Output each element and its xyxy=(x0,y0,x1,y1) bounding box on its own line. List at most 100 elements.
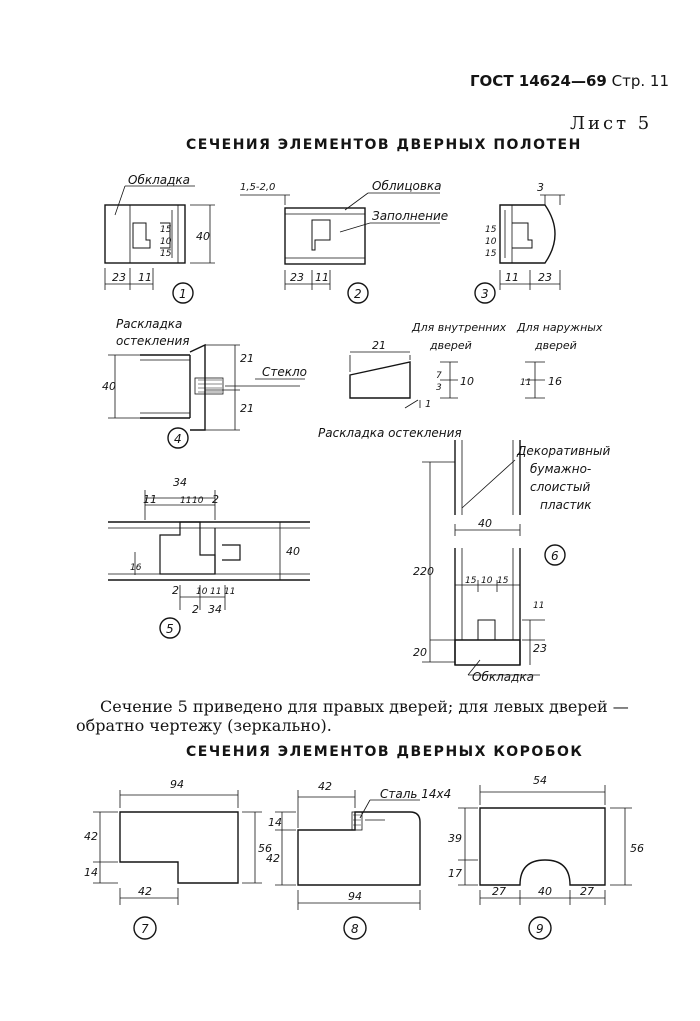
label-range: 1,5-2,0 xyxy=(240,182,275,193)
dim-s7-14: 14 xyxy=(84,866,98,879)
dim-s9-17: 17 xyxy=(448,867,462,880)
dim-s8-42a: 42 xyxy=(318,780,332,793)
dim-bead-16: 16 xyxy=(548,375,562,388)
dim-s1-15b: 15 xyxy=(160,249,172,259)
dim-s4-21a: 21 xyxy=(240,352,254,365)
dim-s7-94: 94 xyxy=(170,778,184,791)
dim-s9-27a: 27 xyxy=(492,885,506,898)
label-glazing-bead: Раскладка xyxy=(116,317,182,331)
standard-code: ГОСТ 14624—69 xyxy=(470,72,607,90)
dim-s5-16: 16 xyxy=(130,563,142,573)
dim-s9-56: 56 xyxy=(630,842,644,855)
dim-s4-21b: 21 xyxy=(240,402,254,415)
dim-s8-42b: 42 xyxy=(266,852,280,865)
dim-s3-11: 11 xyxy=(505,271,519,284)
dim-s9-39: 39 xyxy=(448,832,462,845)
label-facing-6: Обкладка xyxy=(472,670,534,684)
dim-s5-40: 40 xyxy=(286,545,300,558)
dim-s7-56: 56 xyxy=(258,842,272,855)
label-facing-1: Обкладка xyxy=(128,173,190,187)
dim-s5-34b: 34 xyxy=(208,603,222,616)
dim-s6-20: 20 xyxy=(413,646,427,659)
label-exterior-doors: дверей xyxy=(534,339,577,352)
section-7-drawing xyxy=(93,790,262,940)
dim-s5-11d: 11 xyxy=(224,587,235,597)
note-line-2: обратно чертежу (зеркально). xyxy=(76,716,332,735)
label-filling: Заполнение xyxy=(372,209,448,223)
dim-s1-40: 40 xyxy=(196,230,210,243)
dim-bead-3: 3 xyxy=(436,383,442,393)
dim-s1-10: 10 xyxy=(160,237,172,247)
page-header: ГОСТ 14624—69 Стр. 11 xyxy=(470,72,669,90)
dim-s6-15a: 15 xyxy=(465,576,477,586)
section-3-drawing xyxy=(474,194,565,304)
section-number-5: 5 xyxy=(166,622,174,636)
dim-s4-40: 40 xyxy=(102,380,116,393)
section-number-4: 4 xyxy=(174,432,182,446)
label-steel: Сталь 14х4 xyxy=(380,787,451,801)
dim-s9-27b: 27 xyxy=(580,885,594,898)
dim-s5-2a: 2 xyxy=(212,493,219,506)
dim-s1-11: 11 xyxy=(138,271,152,284)
section-number-7: 7 xyxy=(141,922,149,936)
section-number-6: 6 xyxy=(551,549,559,563)
section-9-drawing xyxy=(458,785,632,940)
dim-bead-10: 10 xyxy=(460,375,474,388)
dim-s5-10b: 10 xyxy=(196,587,208,597)
label-glazing: остекления xyxy=(116,334,189,348)
label-cladding: Облицовка xyxy=(372,179,442,193)
section-number-1: 1 xyxy=(179,287,187,301)
dim-s6-23: 23 xyxy=(533,642,547,655)
section-6-drawing xyxy=(422,440,566,676)
dim-bead-1: 1 xyxy=(425,399,431,410)
dim-s7-42b: 42 xyxy=(138,885,152,898)
label-paper: бумажно- xyxy=(530,462,591,476)
dim-s2-23: 23 xyxy=(290,271,304,284)
label-for-interior: Для внутренних xyxy=(411,321,507,334)
label-for-exterior: Для наружных xyxy=(516,321,603,334)
section-2-drawing xyxy=(240,192,440,304)
dim-s8-14: 14 xyxy=(268,816,282,829)
section-1-drawing xyxy=(104,185,215,304)
label-plastic: пластик xyxy=(540,498,592,512)
dim-s8-94: 94 xyxy=(348,890,362,903)
dim-s3-3: 3 xyxy=(537,181,544,194)
dim-bead-11: 11 xyxy=(520,378,531,388)
dim-s3-15a: 15 xyxy=(485,225,497,235)
section-title-door-leaves: СЕЧЕНИЯ ЭЛЕМЕНТОВ ДВЕРНЫХ ПОЛОТЕН xyxy=(186,137,582,153)
label-decorative: Декоративный xyxy=(516,444,611,458)
dim-s5-34a: 34 xyxy=(173,476,187,489)
dim-s6-10: 10 xyxy=(481,576,493,586)
sheet-label: Лист 5 xyxy=(570,113,653,134)
dim-s9-40: 40 xyxy=(538,885,552,898)
section-4-drawing xyxy=(108,343,305,449)
label-interior-doors: дверей xyxy=(429,339,472,352)
dim-bead-7: 7 xyxy=(436,371,442,381)
dim-s1-15a: 15 xyxy=(160,225,172,235)
dim-s7-42a: 42 xyxy=(84,830,98,843)
section-title-door-frames: СЕЧЕНИЯ ЭЛЕМЕНТОВ ДВЕРНЫХ КОРОБОК xyxy=(186,744,584,760)
dim-bead-21: 21 xyxy=(372,339,386,352)
section-number-8: 8 xyxy=(351,922,359,936)
dim-s6-40: 40 xyxy=(478,517,492,530)
label-glass: Стекло xyxy=(262,365,307,379)
dim-s5-2b: 2 xyxy=(172,584,179,597)
dim-s1-23: 23 xyxy=(112,271,126,284)
glazing-bead-profile xyxy=(349,351,545,409)
dim-s5-11b: 11 xyxy=(180,496,191,506)
dim-s5-11a: 11 xyxy=(143,493,157,506)
dim-s5-11c: 11 xyxy=(210,587,221,597)
page-number: Стр. 11 xyxy=(611,72,669,90)
section-8-drawing xyxy=(275,790,421,940)
label-glazing-bead-full: Раскладка остекления xyxy=(318,426,462,440)
dim-s3-10: 10 xyxy=(485,237,497,247)
section-number-3: 3 xyxy=(481,287,489,301)
dim-s5-10a: 10 xyxy=(192,496,204,506)
dim-s9-54: 54 xyxy=(533,774,547,787)
dim-s3-23: 23 xyxy=(538,271,552,284)
section-5-drawing xyxy=(108,490,310,639)
label-layered: слоистый xyxy=(530,480,590,494)
dim-s2-11: 11 xyxy=(315,271,329,284)
section-number-9: 9 xyxy=(536,922,544,936)
